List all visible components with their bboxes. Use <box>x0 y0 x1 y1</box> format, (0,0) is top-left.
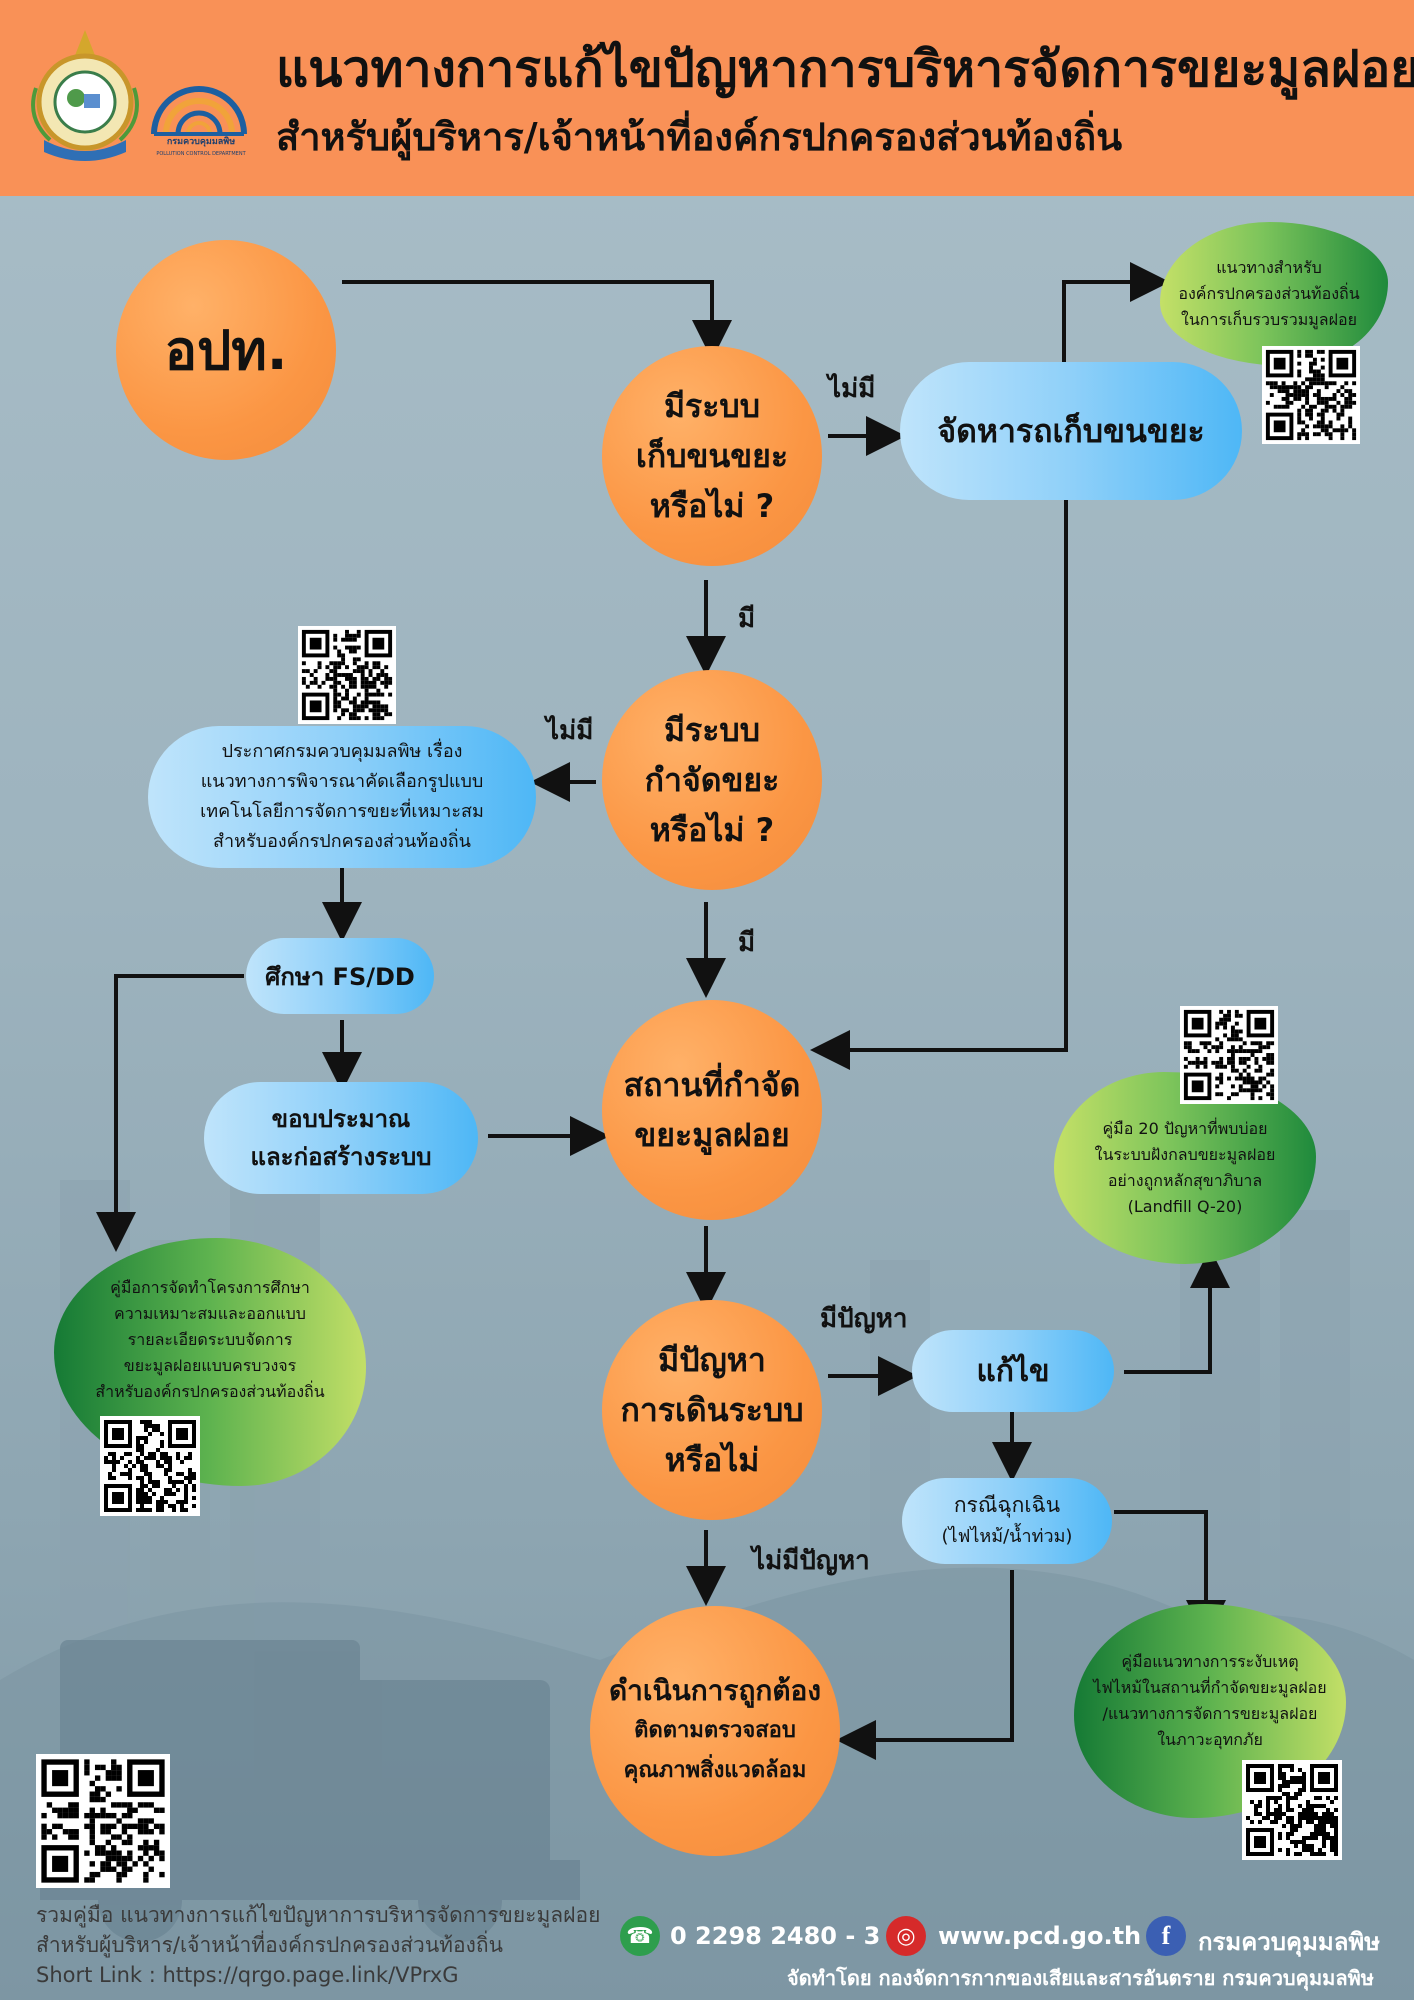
blob-guide-fire-line4: ในภาวะอุทกภัย <box>1157 1730 1263 1749</box>
blob-guide-fire-line3: /แนวทางการจัดการขยะมูลฝอย <box>1102 1704 1318 1723</box>
arrow-emergency-to-fireguide <box>1114 1510 1226 1640</box>
node-collect-truck: จัดหารถเก็บขนขยะ <box>900 362 1242 500</box>
node-fix-label: แก้ไข <box>976 1353 1050 1389</box>
blob-guide-fs-line5: สำหรับองค์กรปกครองส่วนท้องถิ่น <box>95 1382 325 1401</box>
node-q2-disposal: มีระบบ กำจัดขยะ หรือไม่ ? <box>602 670 822 890</box>
qr-code-landfill[interactable] <box>1180 1006 1278 1104</box>
node-q3-line2: การเดินระบบ <box>620 1391 804 1429</box>
footer-credit: จัดทำโดย กองจัดการกากของเสียและสารอันตรา… <box>787 1966 1374 1990</box>
label-no-problem: ไม่มีปัญหา <box>752 1546 870 1576</box>
node-start: อปท. <box>116 240 336 460</box>
footer-info: รวมคู่มือ แนวทางการแก้ไขปัญหาการบริหารจั… <box>36 1900 600 1990</box>
blob-guide-fire-line1: คู่มือแนวทางการระงับเหตุ <box>1121 1652 1299 1671</box>
arrow-study-to-fsguide <box>96 974 244 1252</box>
blob-guide-landfill-line2: ในระบบฝังกลบขยะมูลฝอย <box>1094 1145 1276 1164</box>
facebook-icon: f <box>1146 1916 1186 1956</box>
arrow-collect-to-site <box>810 500 1068 1070</box>
node-q3-line3: หรือไม่ <box>664 1441 760 1479</box>
node-q2-line3: หรือไม่ ? <box>649 811 775 849</box>
arrow-emergency-to-done <box>836 1570 1014 1760</box>
node-done-line2: ติดตามตรวจสอบ <box>634 1718 796 1743</box>
node-announcement-line1: ประกาศกรมควบคุมมลพิษ เรื่อง <box>221 741 463 762</box>
blob-guide-collection: แนวทางสำหรับ องค์กรปกครองส่วนท้องถิ่น ใน… <box>1160 222 1388 366</box>
node-announcement-line4: สำหรับองค์กรปกครองส่วนท้องถิ่น <box>213 831 471 852</box>
node-collect-label: จัดหารถเก็บขนขยะ <box>937 411 1205 450</box>
footer-phone[interactable]: 0 2298 2480 - 3 <box>670 1922 881 1950</box>
label-has-problem: มีปัญหา <box>820 1304 908 1334</box>
node-budget: ขอบประมาณ และก่อสร้างระบบ <box>204 1082 478 1194</box>
phone-icon: ☎ <box>620 1916 660 1956</box>
node-site-line1: สถานที่กำจัด <box>623 1066 801 1104</box>
footer-website[interactable]: www.pcd.go.th <box>938 1922 1142 1950</box>
node-announcement-line3: เทคโนโลยีการจัดการขยะที่เหมาะสม <box>200 801 484 822</box>
pcd-logo-label: กรมควบคุมมลพิษ <box>166 137 236 147</box>
blob-guide-fire-line2: ไฟไหม้ในสถานที่กำจัดขยะมูลฝอย <box>1093 1678 1327 1697</box>
blob-guide-fs-line1: คู่มือการจัดทำโครงการศึกษา <box>110 1278 310 1297</box>
label-q1-yes: มี <box>738 604 756 634</box>
blob-guide-landfill-line1: คู่มือ 20 ปัญหาที่พบบ่อย <box>1102 1119 1268 1138</box>
qr-code-collection[interactable] <box>1262 346 1360 444</box>
node-study-fsdd: ศึกษา FS/DD <box>246 938 434 1014</box>
pcd-logo-text: กรมควบคุมมลพิษ POLLUTION CONTROL DEPARTM… <box>146 136 256 160</box>
page-subtitle: สำหรับผู้บริหาร/เจ้าหน้าที่องค์กรปกครองส… <box>276 115 1123 159</box>
node-announcement: ประกาศกรมควบคุมมลพิษ เรื่อง แนวทางการพิจ… <box>148 726 536 868</box>
blob-guide-landfill-line3: อย่างถูกหลักสุขาภิบาล <box>1107 1171 1263 1190</box>
node-emergency-line1: กรณีฉุกเฉิน <box>953 1493 1061 1517</box>
label-q1-no: ไม่มี <box>828 374 876 404</box>
label-q2-yes: มี <box>738 928 756 958</box>
node-done-title: ดำเนินการถูกต้อง <box>608 1674 822 1707</box>
blob-guide-collection-line1: แนวทางสำหรับ <box>1216 258 1322 277</box>
qr-code-announcement[interactable] <box>298 626 396 724</box>
blob-guide-collection-line2: องค์กรปกครองส่วนท้องถิ่น <box>1178 284 1360 303</box>
node-announcement-line2: แนวทางการพิจารณาคัดเลือกรูปแบบ <box>200 771 484 792</box>
globe-icon: ◎ <box>886 1916 926 1956</box>
blob-guide-collection-line3: ในการเก็บรวบรวมมูลฝอย <box>1181 310 1357 329</box>
arrow-fix-to-landfillguide <box>1124 1248 1230 1374</box>
node-q3-line1: มีปัญหา <box>658 1341 766 1379</box>
node-budget-line1: ขอบประมาณ <box>271 1105 411 1133</box>
node-disposal-site: สถานที่กำจัด ขยะมูลฝอย <box>602 1000 822 1220</box>
pcd-logo <box>151 86 247 136</box>
node-start-label: อปท. <box>164 319 288 382</box>
node-budget-line2: และก่อสร้างระบบ <box>250 1143 432 1171</box>
pcd-logo-label-en: POLLUTION CONTROL DEPARTMENT <box>156 151 246 157</box>
blob-guide-fs-line4: ขยะมูลฝอยแบบครบวงจร <box>123 1356 297 1375</box>
blob-guide-fire-flood: คู่มือแนวทางการระงับเหตุ ไฟไหม้ในสถานที่… <box>1074 1604 1346 1818</box>
node-q2-line1: มีระบบ <box>663 711 761 749</box>
blob-guide-landfill: คู่มือ 20 ปัญหาที่พบบ่อย ในระบบฝังกลบขยะ… <box>1054 1072 1316 1264</box>
node-q2-line2: กำจัดขยะ <box>644 761 780 799</box>
footer-facebook[interactable]: กรมควบคุมมลพิษ <box>1198 1928 1381 1956</box>
node-q3-operation: มีปัญหา การเดินระบบ หรือไม่ <box>602 1300 822 1520</box>
arrow-collect-to-guide <box>1062 262 1170 362</box>
blob-guide-landfill-line4: (Landfill Q-20) <box>1127 1197 1243 1216</box>
node-q1-collection: มีระบบ เก็บขนขยะ หรือไม่ ? <box>602 346 822 566</box>
node-fix: แก้ไข <box>912 1330 1114 1412</box>
node-q1-line1: มีระบบ <box>663 387 761 425</box>
qr-code-fs-guide[interactable] <box>100 1416 200 1516</box>
qr-code-fire-guide[interactable] <box>1242 1760 1342 1860</box>
node-done: ดำเนินการถูกต้อง ติดตามตรวจสอบ คุณภาพสิ่… <box>590 1606 840 1856</box>
node-site-line2: ขยะมูลฝอย <box>634 1116 790 1154</box>
node-emergency: กรณีฉุกเฉิน (ไฟไหม้/น้ำท่วม) <box>902 1478 1112 1564</box>
blob-guide-fs-line3: รายละเอียดระบบจัดการ <box>127 1330 293 1349</box>
blob-guide-fs: คู่มือการจัดทำโครงการศึกษา ความเหมาะสมแล… <box>54 1238 366 1486</box>
node-q1-line3: หรือไม่ ? <box>649 487 775 525</box>
header: กรมควบคุมมลพิษ POLLUTION CONTROL DEPARTM… <box>0 0 1414 196</box>
node-q1-line2: เก็บขนขยะ <box>635 437 789 475</box>
footer-line2: สำหรับผู้บริหาร/เจ้าหน้าที่องค์กรปกครองส… <box>36 1933 503 1957</box>
node-done-line3: คุณภาพสิ่งแวดล้อม <box>623 1758 807 1783</box>
blob-guide-fs-line2: ความเหมาะสมและออกแบบ <box>114 1304 306 1323</box>
page-title: แนวทางการแก้ไขปัญหาการบริหารจัดการขยะมูล… <box>276 40 1414 98</box>
label-q2-no: ไม่มี <box>546 716 594 746</box>
footer-short-link[interactable]: Short Link : https://qrgo.page.link/VPrx… <box>36 1963 459 1987</box>
government-seal-logo <box>31 30 139 161</box>
node-emergency-line2: (ไฟไหม้/น้ำท่วม) <box>941 1526 1073 1547</box>
arrow-start-to-q1 <box>342 280 732 360</box>
footer-line1: รวมคู่มือ แนวทางการแก้ไขปัญหาการบริหารจั… <box>36 1903 601 1927</box>
node-study-label: ศึกษา FS/DD <box>265 962 415 991</box>
qr-code-all-guides[interactable] <box>36 1754 170 1888</box>
